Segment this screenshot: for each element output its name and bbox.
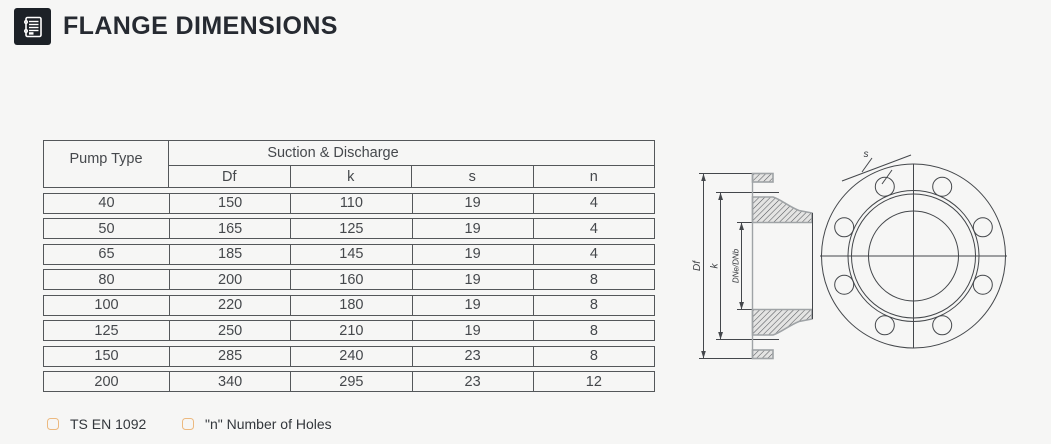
table-row: 125 250 210 19 8 — [43, 320, 655, 341]
cell-pump-type: 125 — [44, 321, 170, 340]
suction-discharge-group: Suction & Discharge Df k s n — [169, 141, 654, 187]
cell-n: 4 — [589, 246, 598, 262]
cell-pump-type: 40 — [44, 193, 170, 213]
cell-k: 145 — [291, 244, 413, 264]
footnote-label: "n" Number of Holes — [205, 416, 332, 432]
cell-s: 19 — [413, 295, 534, 315]
cell-df: 285 — [170, 346, 292, 366]
cell-s: 19 — [413, 219, 534, 238]
cell-s: 23 — [413, 372, 534, 391]
cell-df: 185 — [170, 244, 292, 264]
hole-dimension-label: s — [864, 149, 869, 160]
group-header: Suction & Discharge — [169, 141, 654, 166]
table-row: 200 340 295 23 12 — [43, 371, 655, 392]
column-header-n: n — [589, 168, 598, 185]
cell-pump-type: 150 — [44, 346, 170, 366]
cell-k: 210 — [291, 321, 413, 340]
cell-k: 180 — [291, 295, 413, 315]
cell-df: 250 — [170, 321, 292, 340]
front-view — [820, 154, 1007, 349]
cell-pump-type: 80 — [44, 270, 170, 289]
column-header-df: Df — [169, 166, 291, 187]
bolt-hole — [932, 315, 953, 336]
pump-type-header: Pump Type — [44, 141, 169, 187]
footnote-standard: TS EN 1092 — [47, 416, 146, 432]
page-header: FLANGE DIMENSIONS — [14, 8, 338, 45]
cell-k: 240 — [291, 346, 413, 366]
cell-df: 220 — [170, 295, 292, 315]
df-dimension-label: Df — [692, 260, 703, 271]
table-row: 80 200 160 19 8 — [43, 269, 655, 290]
table-row: 100 220 180 19 8 — [43, 294, 655, 316]
cell-df: 340 — [170, 372, 292, 391]
cell-n: 8 — [589, 271, 598, 288]
footnote-holes: "n" Number of Holes — [182, 416, 332, 432]
bore-dimension-label: DNe/DNb — [732, 248, 741, 283]
bolt-hole — [834, 217, 855, 238]
column-header-s: s — [412, 166, 534, 187]
cell-n: 4 — [589, 195, 598, 211]
table-header: Pump Type Suction & Discharge Df k s n — [43, 140, 655, 188]
cell-s: 23 — [413, 346, 534, 366]
notebook-icon — [14, 8, 51, 45]
cell-s: 19 — [413, 193, 534, 213]
cell-s: 19 — [413, 244, 534, 264]
bolt-hole — [972, 217, 993, 238]
bolt-hole — [834, 274, 855, 295]
bolt-hole — [972, 274, 993, 295]
flange-section-shape — [751, 172, 813, 360]
flange-dimensions-table: Pump Type Suction & Discharge Df k s n 4… — [43, 140, 655, 392]
column-header-k: k — [291, 166, 412, 187]
cell-k: 125 — [291, 219, 413, 238]
table-row: 40 150 110 19 4 — [43, 192, 655, 214]
cell-df: 200 — [170, 270, 292, 289]
cell-n: 8 — [589, 322, 598, 339]
table-row: 50 165 125 19 4 — [43, 218, 655, 239]
dimension-arrows — [701, 173, 744, 359]
cell-n: 12 — [585, 373, 602, 390]
cell-n: 4 — [589, 220, 598, 237]
cell-n: 8 — [589, 297, 598, 313]
k-dimension-label: k — [710, 263, 721, 269]
bullet-icon — [182, 418, 194, 430]
cell-n: 8 — [589, 348, 598, 364]
bolt-hole — [874, 315, 895, 336]
table-row: 150 285 240 23 8 — [43, 345, 655, 367]
cell-df: 165 — [170, 219, 292, 238]
cell-s: 19 — [413, 270, 534, 289]
cell-pump-type: 65 — [44, 244, 170, 264]
page-title: FLANGE DIMENSIONS — [63, 12, 338, 40]
cell-s: 19 — [413, 321, 534, 340]
bolt-hole — [874, 176, 895, 197]
cell-pump-type: 50 — [44, 219, 170, 238]
cell-k: 110 — [291, 193, 413, 213]
cell-pump-type: 100 — [44, 295, 170, 315]
bullet-icon — [47, 418, 59, 430]
cell-pump-type: 200 — [44, 372, 170, 391]
column-headers: Df k s n — [169, 166, 654, 187]
footnote-label: TS EN 1092 — [70, 416, 147, 432]
cell-k: 295 — [291, 372, 413, 391]
table-row: 65 185 145 19 4 — [43, 243, 655, 265]
cell-k: 160 — [291, 270, 413, 289]
cell-df: 150 — [170, 193, 292, 213]
bolt-hole — [932, 176, 953, 197]
